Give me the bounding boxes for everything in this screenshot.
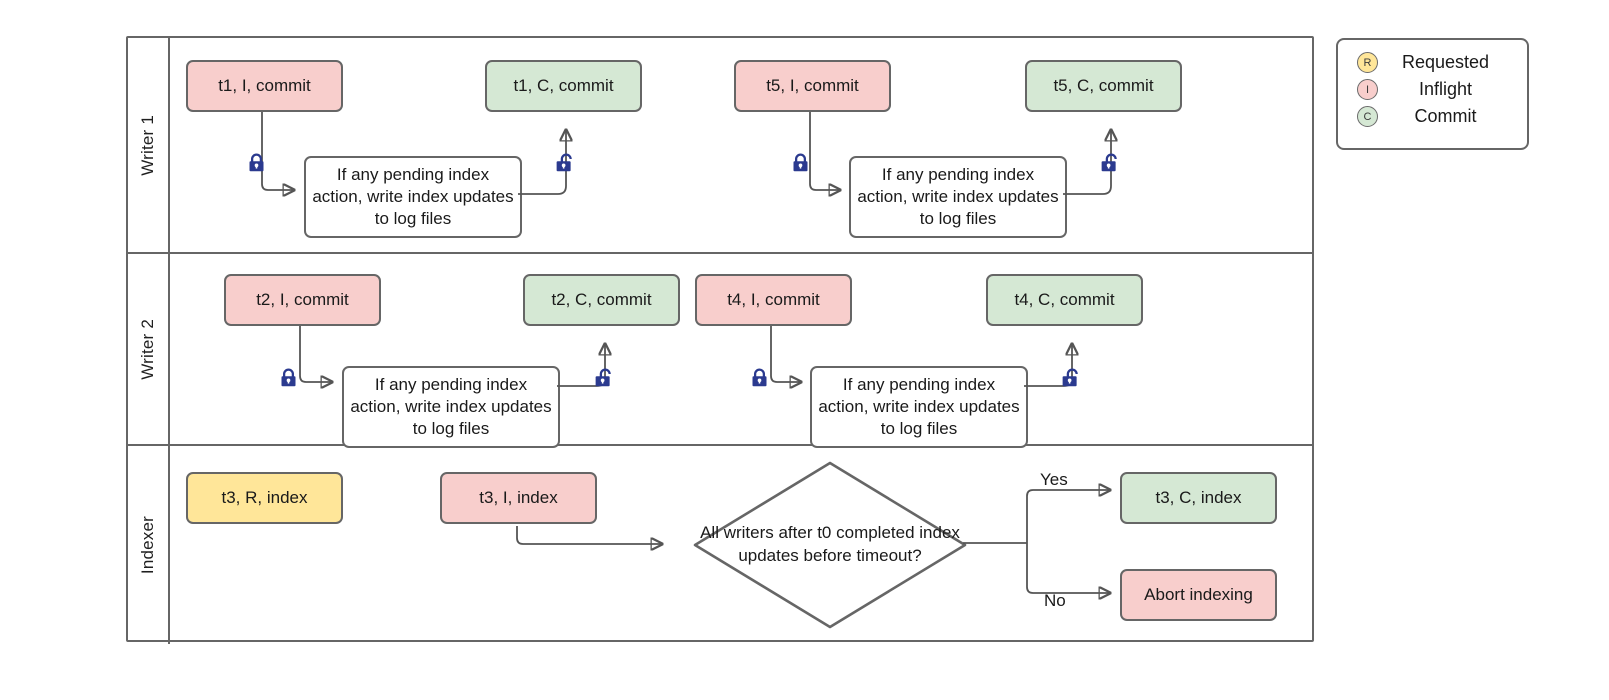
node-label: t1, I, commit [218,75,311,95]
lock-open-icon [1099,152,1120,173]
swimlane-header-indexer: Indexer [128,446,170,644]
swimlane-label-indexer: Indexer [138,515,157,575]
node-t3-requested[interactable]: t3, R, index [186,472,343,524]
legend-panel: R Requested I Inflight C Commit [1336,38,1529,150]
node-t2-commit[interactable]: t2, C, commit [523,274,680,326]
node-label: t2, C, commit [551,289,652,309]
node-t1-index-action[interactable]: If any pending index action, write index… [304,156,522,238]
legend-badge-code: C [1363,110,1372,123]
diamond-shape [693,461,967,629]
legend-badge-requested-icon: R [1357,52,1378,73]
swimlane-indexer: Indexer t3, R, index t3, I, index All wr… [128,446,1312,644]
node-label: t3, R, index [221,487,308,507]
node-label: t5, C, commit [1053,75,1154,95]
lock-open-icon [554,152,575,173]
node-label: t3, C, index [1155,487,1242,507]
node-label: t5, I, commit [766,75,859,95]
legend-badge-code: I [1365,83,1370,96]
lock-open-icon [593,367,614,388]
node-abort-indexing[interactable]: Abort indexing [1120,569,1277,621]
swimlane-body-writer-2: t2, I, commit t2, C, commit If any pendi… [170,254,1312,448]
legend-badge-code: R [1363,56,1372,69]
lock-closed-icon [790,152,811,173]
swimlane-body-writer-1: t1, I, commit t1, C, commit If any pendi… [170,38,1312,252]
node-t3-commit[interactable]: t3, C, index [1120,472,1277,524]
edge-label-no: No [1044,591,1066,610]
node-t1-commit[interactable]: t1, C, commit [485,60,642,112]
node-label: If any pending index action, write index… [818,375,1020,438]
legend-label-inflight: Inflight [1418,79,1473,99]
node-t5-index-action[interactable]: If any pending index action, write index… [849,156,1067,238]
swimlane-label-writer-2: Writer 2 [138,318,157,380]
node-label: t1, C, commit [513,75,614,95]
legend-item-requested: R Requested [1338,49,1527,76]
lock-open-icon [1060,367,1081,388]
node-t4-inflight[interactable]: t4, I, commit [695,274,852,326]
lock-closed-icon [246,152,267,173]
legend-item-commit: C Commit [1338,103,1527,130]
node-label: If any pending index action, write index… [857,165,1059,228]
node-t5-inflight[interactable]: t5, I, commit [734,60,891,112]
node-label: If any pending index action, write index… [350,375,552,438]
node-t4-commit[interactable]: t4, C, commit [986,274,1143,326]
swimlane-writer-1: Writer 1 t1, I, commit t1, C, commit If … [128,38,1312,254]
node-t3-inflight[interactable]: t3, I, index [440,472,597,524]
legend-item-inflight: I Inflight [1338,76,1527,103]
lock-closed-icon [749,367,770,388]
legend-badge-inflight-icon: I [1357,79,1378,100]
swimlane-pool: Writer 1 t1, I, commit t1, C, commit If … [126,36,1314,644]
decision-all-writers-completed[interactable]: All writers after t0 completed index upd… [692,460,968,630]
node-label: t3, I, index [479,487,558,507]
legend-label-commit: Commit [1414,106,1477,126]
node-label: t2, I, commit [256,289,349,309]
node-t2-inflight[interactable]: t2, I, commit [224,274,381,326]
node-label: t4, C, commit [1014,289,1115,309]
node-t1-inflight[interactable]: t1, I, commit [186,60,343,112]
swimlane-body-indexer: t3, R, index t3, I, index All writers af… [170,446,1312,644]
node-label: If any pending index action, write index… [312,165,514,228]
legend-label-requested: Requested [1401,52,1490,72]
swimlane-label-writer-1: Writer 1 [138,114,157,176]
node-label: t4, I, commit [727,289,820,309]
node-label: Abort indexing [1144,584,1253,604]
edge-label-yes: Yes [1040,470,1068,489]
node-t4-index-action[interactable]: If any pending index action, write index… [810,366,1028,448]
swimlane-writer-2: Writer 2 t2, I, commit t2, C, commit If … [128,254,1312,448]
swimlane-header-writer-2: Writer 2 [128,254,170,444]
node-t5-commit[interactable]: t5, C, commit [1025,60,1182,112]
lock-closed-icon [278,367,299,388]
node-t2-index-action[interactable]: If any pending index action, write index… [342,366,560,448]
swimlane-header-writer-1: Writer 1 [128,38,170,252]
legend-badge-commit-icon: C [1357,106,1378,127]
